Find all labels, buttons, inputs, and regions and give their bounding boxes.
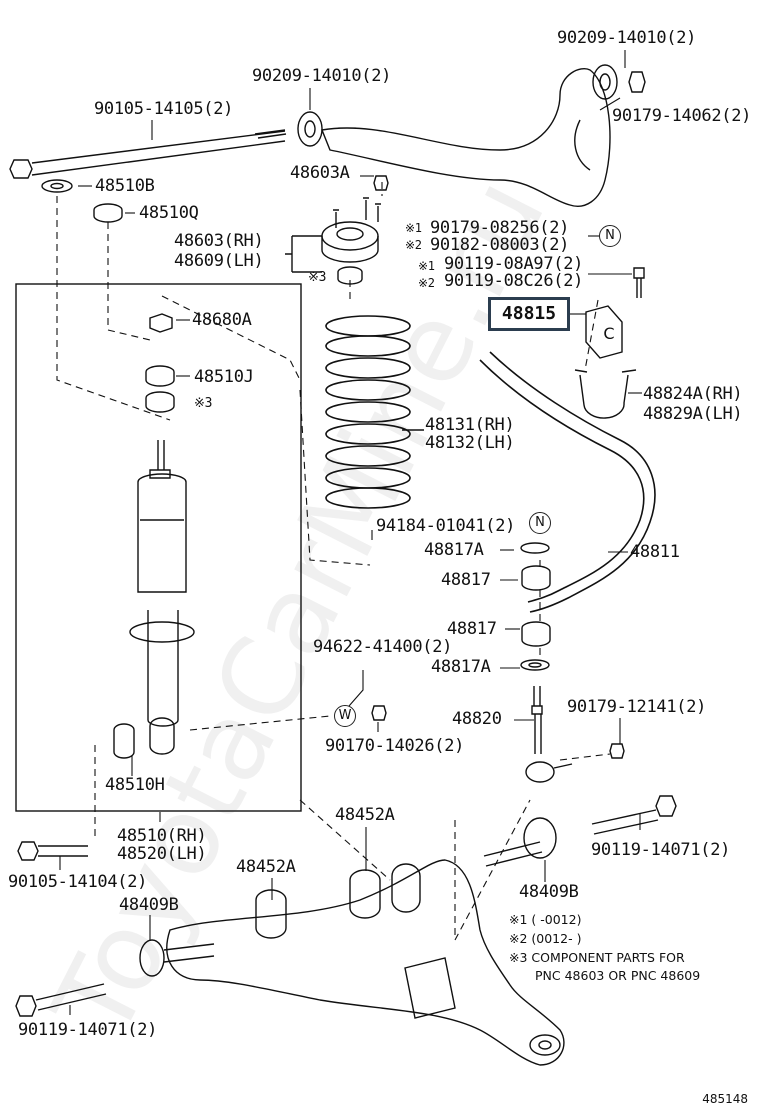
washer-48817A-upper xyxy=(520,542,550,554)
bolt-90105-14104 xyxy=(17,841,88,861)
label-48829A-lh[interactable]: 48829A(LH) xyxy=(643,404,743,424)
nut-48603A xyxy=(373,175,389,191)
label-48680A[interactable]: 48680A xyxy=(192,310,252,330)
label-48409B-left[interactable]: 48409B xyxy=(119,895,179,915)
note-3: ※3 COMPONENT PARTS FOR xyxy=(509,950,685,965)
cushion-48510Q xyxy=(93,203,123,223)
label-94184-01041[interactable]: 94184-01041(2) xyxy=(376,516,516,536)
label-48452A-lower[interactable]: 48452A xyxy=(236,857,296,877)
bolt-90119-14071-right xyxy=(591,795,677,835)
leader-lines xyxy=(59,50,642,1015)
cam-bolt-48409B-left xyxy=(139,939,215,977)
label-48409B-right[interactable]: 48409B xyxy=(519,882,579,902)
label-90179-14062[interactable]: 90179-14062(2) xyxy=(612,106,752,126)
upper-control-arm xyxy=(297,64,646,207)
mark-3-cushion: ※3 xyxy=(194,396,213,411)
label-90170-14026[interactable]: 90170-14026(2) xyxy=(325,736,465,756)
bolt-90105-14105 xyxy=(9,129,287,179)
label-90105-14104[interactable]: 90105-14104(2) xyxy=(8,872,148,892)
mark-C: C xyxy=(603,324,615,343)
label-90179-12141[interactable]: 90179-12141(2) xyxy=(567,697,707,717)
highlighted-part-48815[interactable]: 48815 xyxy=(488,297,570,331)
assembly-guides xyxy=(56,182,611,941)
label-48609-lh[interactable]: 48609(LH) xyxy=(174,251,264,271)
bolt-90119-14071-left xyxy=(15,983,107,1017)
note-2: ※2 (0012- ) xyxy=(509,931,582,946)
label-48824A-rh[interactable]: 48824A(RH) xyxy=(643,384,743,404)
label-90119-08A97[interactable]: 90119-08A97(2) xyxy=(444,254,584,274)
diagram-number: 485148 xyxy=(702,1092,748,1106)
coil-spring-48131 xyxy=(325,315,424,509)
lower-control-arm xyxy=(166,859,565,1066)
label-48817-upper[interactable]: 48817 xyxy=(441,570,491,590)
label-48817A-lower[interactable]: 48817A xyxy=(431,657,491,677)
label-48452A-upper[interactable]: 48452A xyxy=(335,805,395,825)
spring-seat-48603 xyxy=(321,197,381,285)
label-48510B[interactable]: 48510B xyxy=(95,176,155,196)
label-48817A-upper[interactable]: 48817A xyxy=(424,540,484,560)
cushion-48817-lower xyxy=(521,621,551,647)
label-90105-14105[interactable]: 90105-14105(2) xyxy=(94,99,234,119)
label-48131-rh[interactable]: 48131(RH) xyxy=(425,415,515,435)
label-90119-08C26[interactable]: 90119-08C26(2) xyxy=(444,271,584,291)
shock-group-frame xyxy=(15,283,302,812)
label-90119-14071-left[interactable]: 90119-14071(2) xyxy=(18,1020,158,1040)
label-90209-14010-top[interactable]: 90209-14010(2) xyxy=(252,66,392,86)
label-48603-rh[interactable]: 48603(RH) xyxy=(174,231,264,251)
mark-N-lower: N xyxy=(529,512,551,534)
nut-90170-14026 xyxy=(371,705,387,721)
label-48510H[interactable]: 48510H xyxy=(105,775,165,795)
bracket-48824A xyxy=(574,369,637,419)
bushing-48452A-lower xyxy=(255,889,287,939)
label-48510J[interactable]: 48510J xyxy=(194,367,254,387)
mark-2-nut: ※2 xyxy=(405,238,422,252)
stabilizer-link-48820 xyxy=(525,686,625,783)
mark-N-upper: N xyxy=(599,225,621,247)
label-48820[interactable]: 48820 xyxy=(452,709,502,729)
bushing-48680A xyxy=(149,313,173,333)
cam-bolt-48409B-right xyxy=(483,817,557,867)
mark-W: W xyxy=(334,705,356,727)
label-90182-08003[interactable]: 90182-08003(2) xyxy=(430,235,570,255)
shock-absorber-48510 xyxy=(113,440,195,759)
label-48132-lh[interactable]: 48132(LH) xyxy=(425,433,515,453)
mark-1-nut: ※1 xyxy=(405,221,422,235)
cushion-48817-upper xyxy=(521,565,551,591)
label-48811[interactable]: 48811 xyxy=(630,542,680,562)
mark-3-spacer: ※3 xyxy=(308,270,327,285)
cushion-mark3 xyxy=(145,391,175,413)
label-90209-14010-top-right[interactable]: 90209-14010(2) xyxy=(557,28,697,48)
label-48603A[interactable]: 48603A xyxy=(290,163,350,183)
washer-48510B xyxy=(41,179,73,193)
stabilizer-bushing-48815 xyxy=(585,305,623,359)
note-3b: PNC 48603 OR PNC 48609 xyxy=(535,968,701,983)
label-90119-14071-right[interactable]: 90119-14071(2) xyxy=(591,840,731,860)
label-48510Q[interactable]: 48510Q xyxy=(139,203,199,223)
label-48510-rh[interactable]: 48510(RH) xyxy=(117,826,207,846)
stabilizer-bar-48811 xyxy=(479,351,656,613)
mark-1-bolt: ※1 xyxy=(418,259,435,273)
cushion-48510J xyxy=(145,365,175,387)
bolt-90119-08A97 xyxy=(633,267,645,298)
bushing-48452A-upper xyxy=(349,869,381,919)
label-48817-lower[interactable]: 48817 xyxy=(447,619,497,639)
label-90179-08256[interactable]: 90179-08256(2) xyxy=(430,218,570,238)
label-48520-lh[interactable]: 48520(LH) xyxy=(117,844,207,864)
label-94622-41400[interactable]: 94622-41400(2) xyxy=(313,637,453,657)
washer-48817A-lower xyxy=(520,659,550,671)
mark-2-bolt: ※2 xyxy=(418,276,435,290)
note-1: ※1 ( -0012) xyxy=(509,912,582,927)
